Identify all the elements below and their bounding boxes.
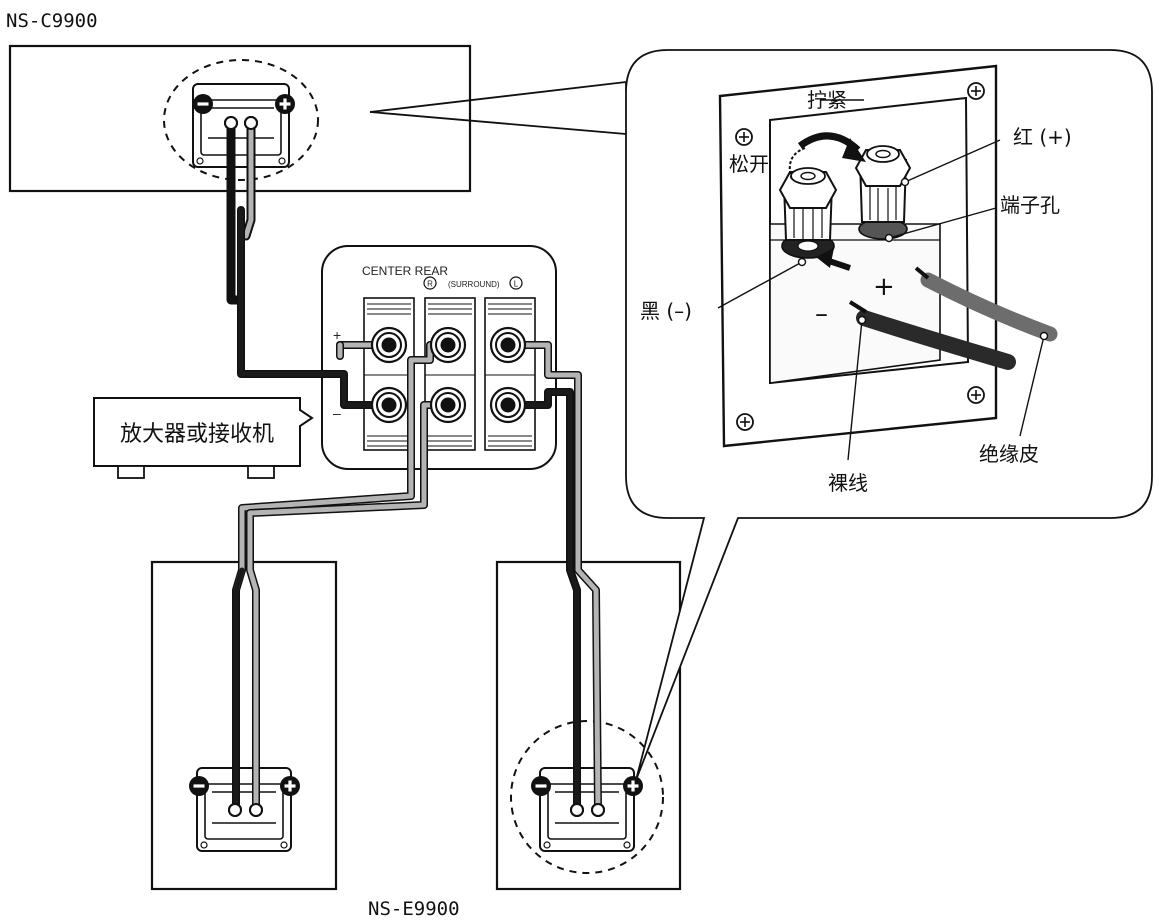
loosen-arrow-icon: [788, 147, 806, 181]
left-channel-letter: L: [514, 280, 519, 289]
rear-terminal-highlight: [510, 720, 664, 874]
rear-terminal-nubs: [224, 116, 605, 817]
binding-post-center-minus-icon: [370, 386, 408, 424]
detail-binding-post-red: [854, 145, 912, 240]
plus-badge-icon: [275, 94, 295, 114]
center-terminal-highlight: [163, 59, 319, 181]
red-plus-label: 红 (+): [1013, 125, 1072, 149]
plus-badge-icon: [623, 776, 643, 796]
plus-badge-icon: [280, 776, 300, 796]
rear-speaker-right: [150, 560, 338, 891]
detail-terminal-plate: – +: [718, 64, 998, 448]
minus-badge-icon: [531, 776, 551, 796]
binding-post-center-plus-icon: [370, 326, 408, 364]
minus-badge-icon: [189, 776, 209, 796]
model-label-center: NS-C9900: [6, 10, 98, 32]
screw-icon: [735, 128, 753, 146]
right-channel-marker: [423, 276, 437, 290]
detail-plus-sign: +: [873, 272, 895, 302]
panel-minus-label: –: [333, 405, 341, 421]
screw-icon: [967, 386, 985, 404]
rear-right-terminal-plate: [189, 767, 300, 852]
detail-cable-dark: [856, 310, 1016, 370]
center-speaker: [8, 44, 472, 193]
bare-wire-label: 裸线: [828, 471, 868, 495]
amplifier-label: 放大器或接收机: [120, 422, 274, 447]
panel-title: CENTER REAR: [362, 264, 448, 278]
panel-terminal-columns: [363, 297, 536, 451]
screw-icon: [736, 413, 754, 431]
speaker-wires: [226, 118, 602, 814]
tighten-label: 拧紧: [807, 88, 847, 112]
right-channel-letter: R: [427, 280, 433, 289]
detail-callout: – +: [369, 49, 1153, 781]
binding-post-left-minus-icon: [489, 386, 527, 424]
left-channel-marker: [509, 276, 523, 290]
black-minus-label: 黑 (–): [640, 299, 692, 323]
binding-post-right-minus-icon: [429, 386, 467, 424]
amplifier-unit: 放大器或接收机: [93, 397, 314, 479]
rear-left-terminal-plate: [531, 767, 643, 852]
panel-plus-label: +: [333, 327, 341, 343]
terminal-hole-label: 端子孔: [1000, 193, 1060, 217]
binding-post-right-plus-icon: [429, 326, 467, 364]
insulation-label: 绝缘皮: [979, 442, 1039, 466]
loosen-label: 松开: [729, 152, 769, 176]
detail-cable-grey: [920, 272, 1058, 342]
detail-binding-post-black: [778, 167, 838, 259]
screw-icon: [967, 82, 985, 100]
binding-post-left-plus-icon: [489, 326, 527, 364]
minus-badge-icon: [193, 94, 213, 114]
panel-surround-label: (SURROUND): [448, 280, 500, 289]
model-label-rear: NS-E9900: [368, 898, 460, 920]
center-terminal-plate: [192, 83, 295, 168]
detail-minus-sign: –: [815, 299, 828, 329]
